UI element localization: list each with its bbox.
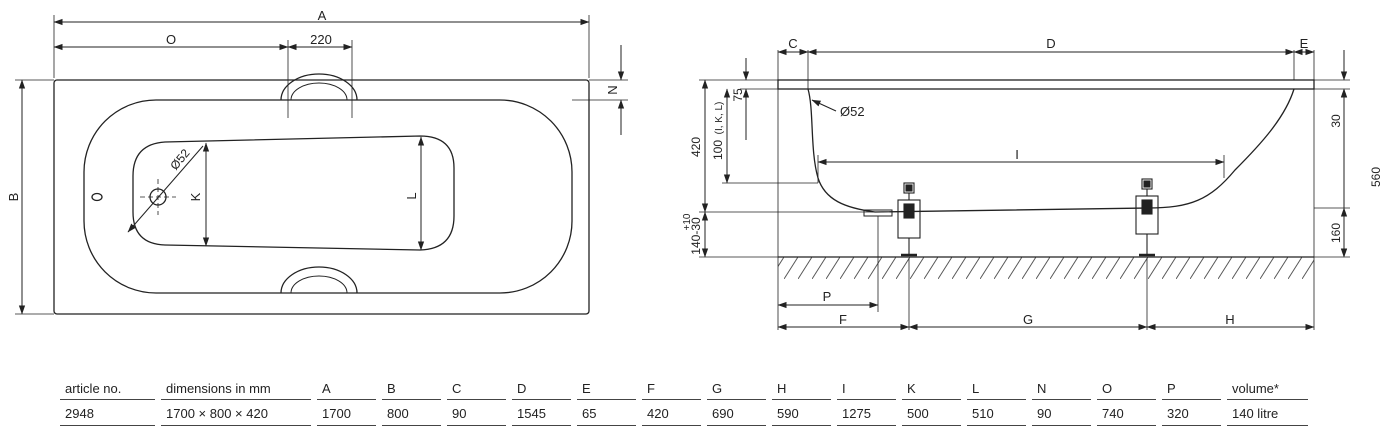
- spec-table-header-row: article no. dimensions in mm A B C D E F…: [60, 377, 1308, 400]
- header-o: O: [1097, 377, 1156, 400]
- tub-basin-top: [83, 99, 573, 294]
- header-i: I: [837, 377, 896, 400]
- value-p: 320: [1162, 399, 1221, 426]
- side-view: [699, 48, 1350, 331]
- header-h: H: [772, 377, 831, 400]
- value-e: 65: [577, 399, 636, 426]
- header-dimensions: dimensions in mm: [161, 377, 311, 400]
- label-drain-diameter-top: Ø52: [167, 146, 193, 173]
- value-volume: 140 litre: [1227, 399, 1308, 426]
- header-l: L: [967, 377, 1026, 400]
- label-220: 220: [310, 32, 332, 47]
- header-k: K: [902, 377, 961, 400]
- label-d: D: [1046, 36, 1055, 51]
- label-f: F: [839, 312, 847, 327]
- value-c: 90: [447, 399, 506, 426]
- foot-left: [897, 182, 921, 257]
- label-k: K: [188, 192, 203, 201]
- value-b: 800: [382, 399, 441, 426]
- spec-table-value-row: 2948 1700 × 800 × 420 1700 800 90 1545 6…: [60, 399, 1308, 426]
- label-30: 30: [1329, 114, 1343, 128]
- drain-leader: [127, 145, 204, 233]
- header-b: B: [382, 377, 441, 400]
- value-article-no: 2948: [60, 399, 155, 426]
- label-n: N: [605, 85, 620, 94]
- label-ikl-note: (I, K, L): [714, 102, 725, 135]
- handle-bottom: [280, 266, 358, 294]
- header-d: D: [512, 377, 571, 400]
- value-k: 500: [902, 399, 961, 426]
- overflow-hole: [91, 192, 103, 202]
- technical-drawing: A O 220 N B K L Ø52: [6, 8, 1383, 331]
- label-560: 560: [1369, 167, 1383, 187]
- value-d: 1545: [512, 399, 571, 426]
- tub-rim-side: [777, 79, 1315, 90]
- value-h: 590: [772, 399, 831, 426]
- handle-bottom-inner: [290, 275, 348, 294]
- label-100: 100: [711, 140, 725, 160]
- drain-leader-side: [811, 99, 837, 112]
- header-a: A: [317, 377, 376, 400]
- label-drain-diameter-side: Ø52: [840, 104, 865, 119]
- value-f: 420: [642, 399, 701, 426]
- header-p: P: [1162, 377, 1221, 400]
- header-g: G: [707, 377, 766, 400]
- label-b: B: [6, 193, 21, 202]
- value-n: 90: [1032, 399, 1091, 426]
- value-a: 1700: [317, 399, 376, 426]
- header-c: C: [447, 377, 506, 400]
- label-o: O: [166, 32, 176, 47]
- handle-top: [280, 73, 358, 101]
- label-420: 420: [689, 137, 703, 157]
- label-e: E: [1300, 36, 1309, 51]
- value-dimensions: 1700 × 800 × 420: [161, 399, 311, 426]
- header-f: F: [642, 377, 701, 400]
- label-l: L: [404, 192, 419, 199]
- label-a: A: [318, 8, 327, 23]
- header-n: N: [1032, 377, 1091, 400]
- label-i: I: [1015, 147, 1019, 162]
- header-article-no: article no.: [60, 377, 155, 400]
- handle-top-inner: [290, 82, 348, 101]
- label-p: P: [823, 289, 832, 304]
- value-o: 740: [1097, 399, 1156, 426]
- value-g: 690: [707, 399, 766, 426]
- value-l: 510: [967, 399, 1026, 426]
- label-75: 75: [731, 88, 745, 102]
- header-volume: volume*: [1227, 377, 1308, 400]
- value-i: 1275: [837, 399, 896, 426]
- label-c: C: [788, 36, 797, 51]
- spec-table: article no. dimensions in mm A B C D E F…: [60, 377, 1308, 426]
- label-tolerance: +10: [682, 213, 693, 230]
- label-140-30: 140-30: [689, 217, 703, 255]
- foot-right: [1135, 178, 1159, 257]
- floor-hatch: [778, 257, 1314, 279]
- tub-outline-top: [53, 79, 590, 315]
- label-g: G: [1023, 312, 1033, 327]
- header-e: E: [577, 377, 636, 400]
- label-h: H: [1225, 312, 1234, 327]
- label-160: 160: [1329, 223, 1343, 243]
- top-view: [15, 15, 628, 315]
- tub-basin-side: [807, 88, 1295, 213]
